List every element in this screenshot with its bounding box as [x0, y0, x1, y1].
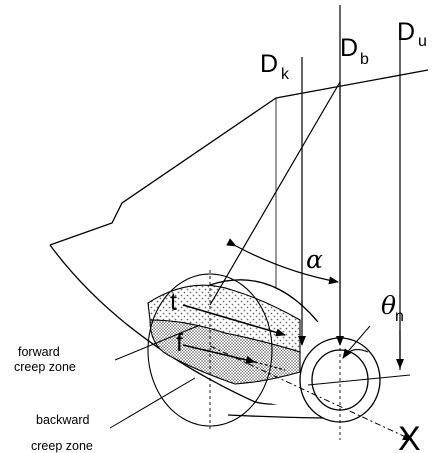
tau-upper-arrow — [182, 304, 286, 337]
backward-label-line1: backward — [36, 413, 90, 427]
backward-creep-zone-patch — [149, 319, 301, 385]
tau-upper-label: t — [170, 288, 177, 316]
normal-line — [307, 374, 411, 386]
backward-leader — [109, 377, 196, 429]
x-axis-line — [209, 345, 413, 441]
tau-lower-label: f — [176, 329, 183, 357]
theta-pointer — [343, 325, 371, 357]
alpha-label: α — [306, 245, 323, 274]
du-label-sub: u — [418, 33, 427, 50]
wheel-outline — [49, 69, 429, 246]
dk-label-main: D — [260, 50, 278, 78]
theta-label-sub: n — [395, 308, 404, 325]
db-label-sub: b — [360, 51, 369, 68]
theta-label-main: θ — [381, 291, 396, 320]
forward-label-line1: forward — [18, 345, 60, 359]
tau-lower-tail — [254, 361, 286, 371]
db-label-main: D — [340, 34, 358, 62]
forward-label-line2: creep zone — [14, 360, 76, 374]
forward-leader — [114, 324, 201, 361]
x-axis-label: X — [398, 420, 421, 453]
dk-label-sub: k — [281, 66, 290, 83]
tau-lower-arrow — [182, 344, 256, 364]
backward-label-line2: creep zone — [31, 439, 93, 453]
alpha-angle-arc — [226, 238, 339, 285]
du-label-main: D — [397, 18, 415, 46]
